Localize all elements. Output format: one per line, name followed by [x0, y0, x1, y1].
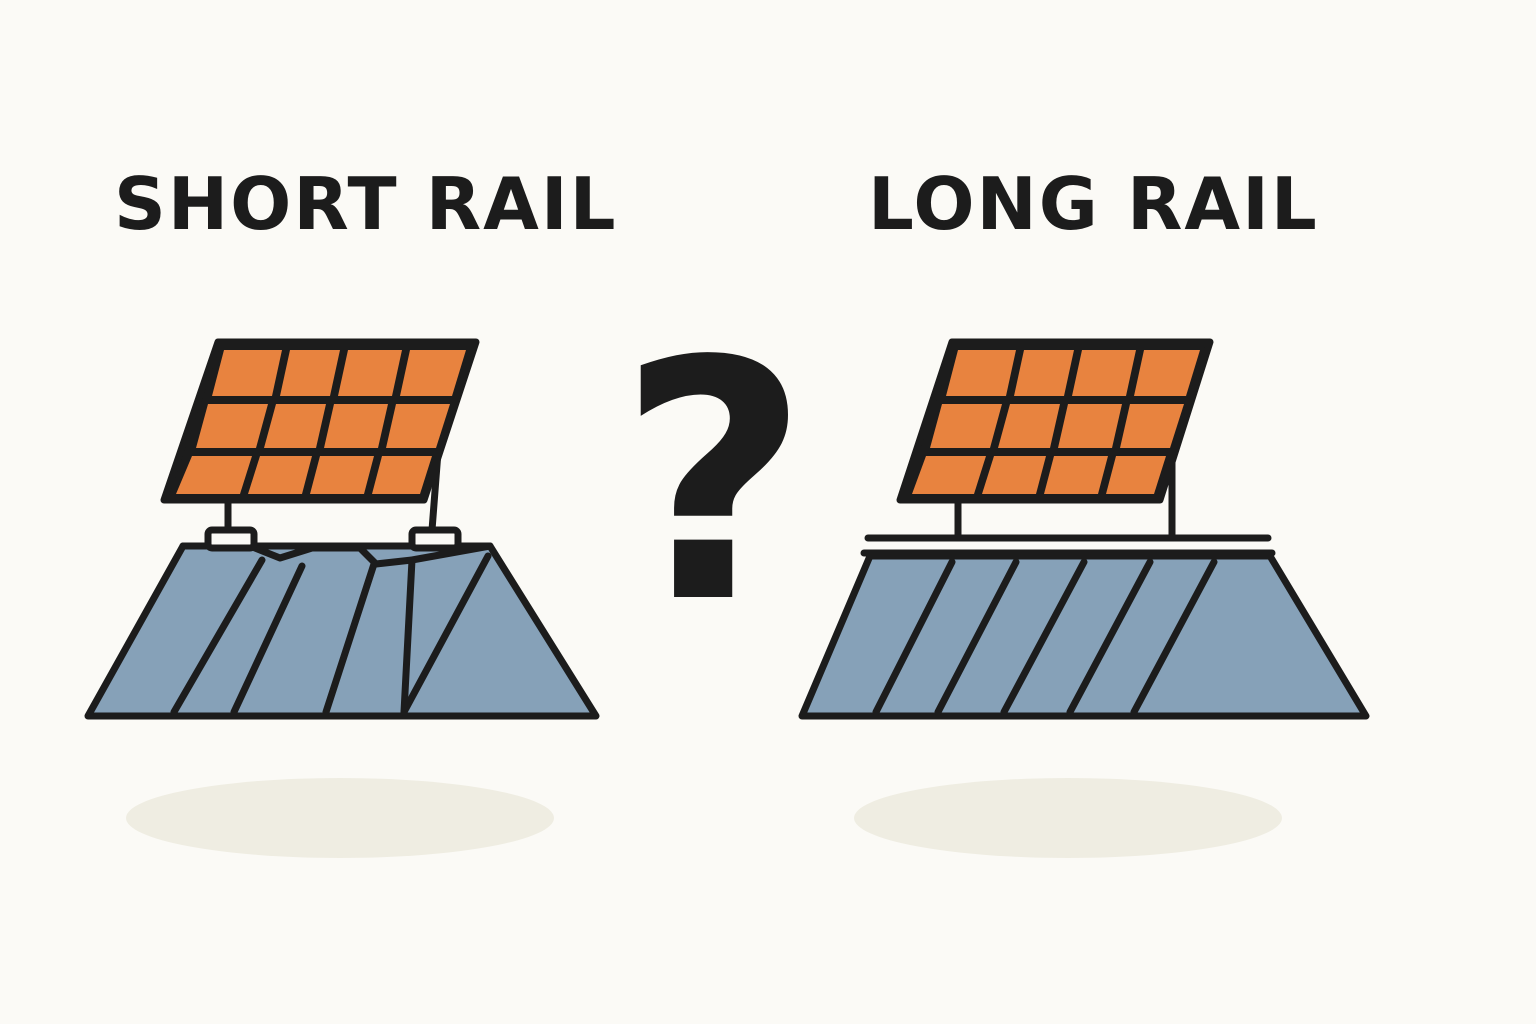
right-roof — [798, 552, 1370, 720]
solar-panel-short-rail-icon — [84, 338, 600, 720]
left-roof — [84, 542, 600, 720]
solar-panel-long-rail-icon — [798, 338, 1370, 720]
left-solar-panel — [160, 338, 480, 504]
long-rail-heading: LONG RAIL — [868, 162, 1319, 246]
question-mark: ? — [618, 291, 810, 675]
right-solar-panel — [896, 338, 1214, 504]
right-ground-shadow — [854, 778, 1282, 858]
left-mount-clamp-2 — [408, 526, 462, 552]
left-mount-clamp-1 — [204, 526, 258, 552]
short-rail-heading: SHORT RAIL — [114, 162, 618, 246]
left-ground-shadow — [126, 778, 554, 858]
